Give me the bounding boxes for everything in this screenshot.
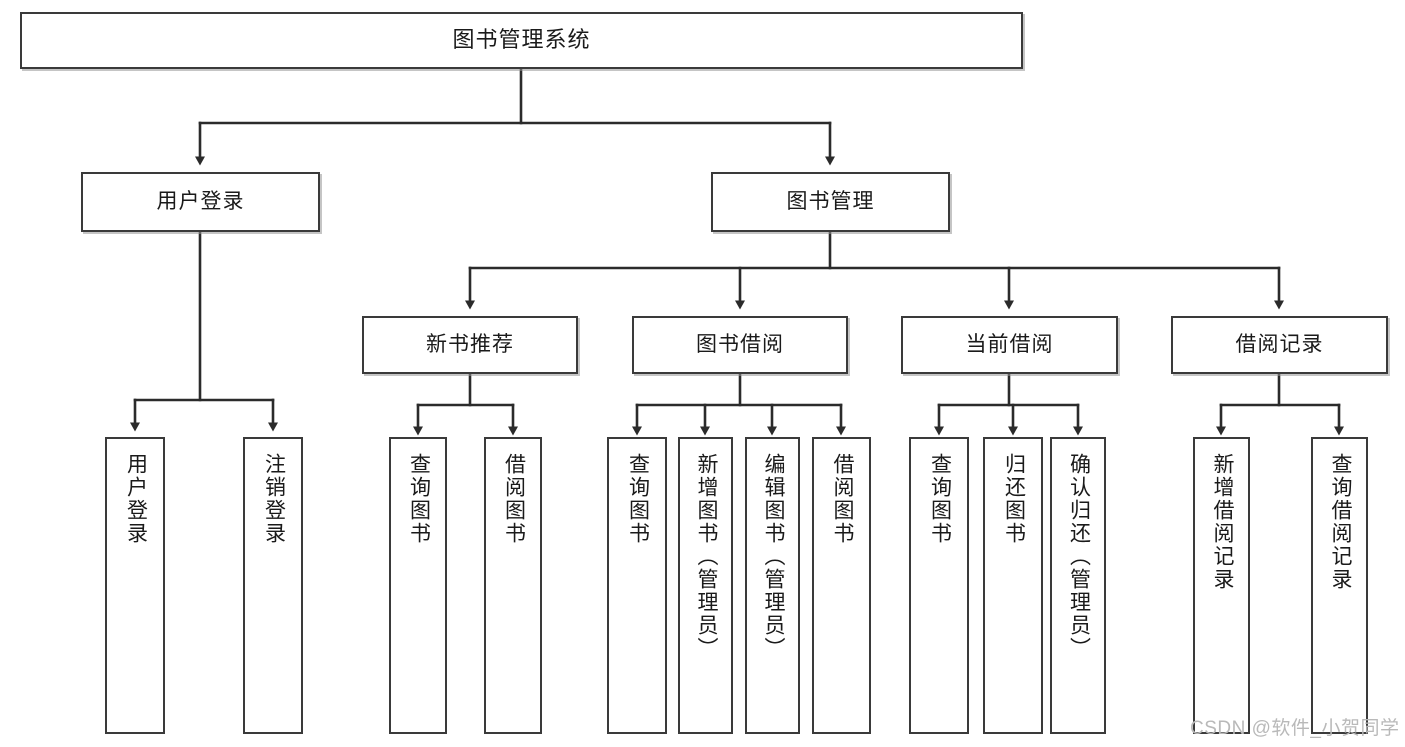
node-new-book-recommendation[interactable]: 新书推荐	[362, 316, 578, 374]
csdn-watermark: CSDN @软件_小贺同学	[1190, 718, 1400, 739]
node-book-management[interactable]: 图书管理	[711, 172, 950, 232]
node-borrow-record[interactable]: 借阅记录	[1171, 316, 1388, 374]
leaf-return-book[interactable]: 归还图书	[983, 437, 1043, 734]
node-user-login[interactable]: 用户登录	[81, 172, 320, 232]
leaf-user-login[interactable]: 用户登录	[105, 437, 165, 734]
leaf-logout[interactable]: 注销登录	[243, 437, 303, 734]
leaf-borrow-book-2[interactable]: 借阅图书	[812, 437, 871, 734]
leaf-query-book-3[interactable]: 查询图书	[909, 437, 969, 734]
node-current-borrow[interactable]: 当前借阅	[901, 316, 1118, 374]
node-root-system[interactable]: 图书管理系统	[20, 12, 1023, 69]
leaf-add-book[interactable]: 新增图书（管理员）	[678, 437, 733, 734]
leaf-query-record[interactable]: 查询借阅记录	[1311, 437, 1368, 734]
leaf-query-book-1[interactable]: 查询图书	[389, 437, 447, 734]
leaf-borrow-book-1[interactable]: 借阅图书	[484, 437, 542, 734]
leaf-confirm-return[interactable]: 确认归还（管理员）	[1050, 437, 1106, 734]
leaf-query-book-2[interactable]: 查询图书	[607, 437, 667, 734]
node-book-borrow[interactable]: 图书借阅	[632, 316, 848, 374]
leaf-add-record[interactable]: 新增借阅记录	[1193, 437, 1250, 734]
leaf-edit-book[interactable]: 编辑图书（管理员）	[745, 437, 800, 734]
